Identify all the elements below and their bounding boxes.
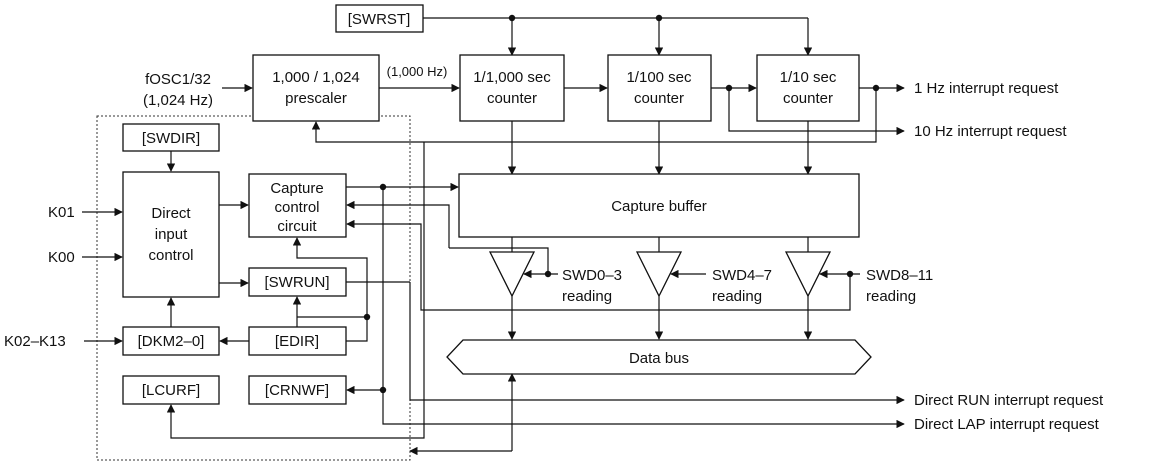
tristate-buffer-swd4-7	[635, 251, 683, 298]
counter-10-line1: 1/10 sec	[780, 69, 837, 86]
swrun-label: [SWRUN]	[265, 274, 330, 291]
counter-100-line1: 1/100 sec	[626, 69, 692, 86]
tristate-buffer-swd8-11	[784, 251, 832, 298]
dkm-label: [DKM2–0]	[138, 333, 205, 350]
swdir-label: [SWDIR]	[142, 130, 200, 147]
swd0-3-reading-label: reading	[562, 288, 612, 305]
lcurf-label: [LCURF]	[142, 382, 200, 399]
swd0-3-label: SWD0–3	[562, 267, 622, 284]
swd4-7-reading-label: reading	[712, 288, 762, 305]
direct-input-control-block	[122, 171, 220, 298]
swrst-register	[335, 4, 424, 33]
swd8-11-reading-label: reading	[866, 288, 916, 305]
ccc-line2: control	[274, 199, 319, 216]
data-bus	[446, 339, 872, 375]
dic-line3: control	[148, 247, 193, 264]
capture-control-block	[248, 173, 347, 238]
counter-10-line2: counter	[783, 90, 833, 107]
direct-lap-interrupt-label: Direct LAP interrupt request	[914, 416, 1100, 433]
prescaler-block	[252, 54, 380, 122]
crnwf-label: [CRNWF]	[265, 382, 329, 399]
crnwf-register	[248, 375, 347, 405]
fosc-freq-label: (1,024 Hz)	[143, 92, 213, 109]
ccc-line3: circuit	[277, 218, 317, 235]
dic-line2: input	[155, 226, 188, 243]
tristate-buffer-swd0-3	[488, 251, 536, 298]
prescaler-line2: prescaler	[285, 90, 347, 107]
swrst-label: [SWRST]	[348, 11, 411, 28]
counter-10-block	[756, 54, 860, 122]
prescaler-line1: 1,000 / 1,024	[272, 69, 360, 86]
swdir-register	[122, 123, 220, 152]
dic-line1: Direct	[151, 205, 191, 222]
k02-k13-label: K02–K13	[4, 333, 66, 350]
swd4-7-label: SWD4–7	[712, 267, 772, 284]
counter-100-line2: counter	[634, 90, 684, 107]
swd8-11-label: SWD8–11	[866, 267, 933, 284]
hz10-interrupt-label: 10 Hz interrupt request	[914, 123, 1067, 140]
capture-buffer-label: Capture buffer	[611, 198, 707, 215]
k01-label: K01	[48, 204, 75, 221]
data-bus-label: Data bus	[629, 350, 689, 367]
ccc-line1: Capture	[270, 180, 323, 197]
direct-run-interrupt-label: Direct RUN interrupt request	[914, 392, 1104, 409]
counter-1000-block	[459, 54, 565, 122]
counter-1000-line2: counter	[487, 90, 537, 107]
counter-100-block	[607, 54, 712, 122]
counter-1000-line1: 1/1,000 sec	[473, 69, 551, 86]
capture-buffer-block	[458, 173, 860, 238]
lcurf-register	[122, 375, 220, 405]
fosc-label: fOSC1/32	[145, 71, 211, 88]
edir-label: [EDIR]	[275, 333, 319, 350]
prescaler-out-label: (1,000 Hz)	[387, 64, 448, 79]
k00-label: K00	[48, 249, 75, 266]
hz1-interrupt-label: 1 Hz interrupt request	[914, 80, 1059, 97]
